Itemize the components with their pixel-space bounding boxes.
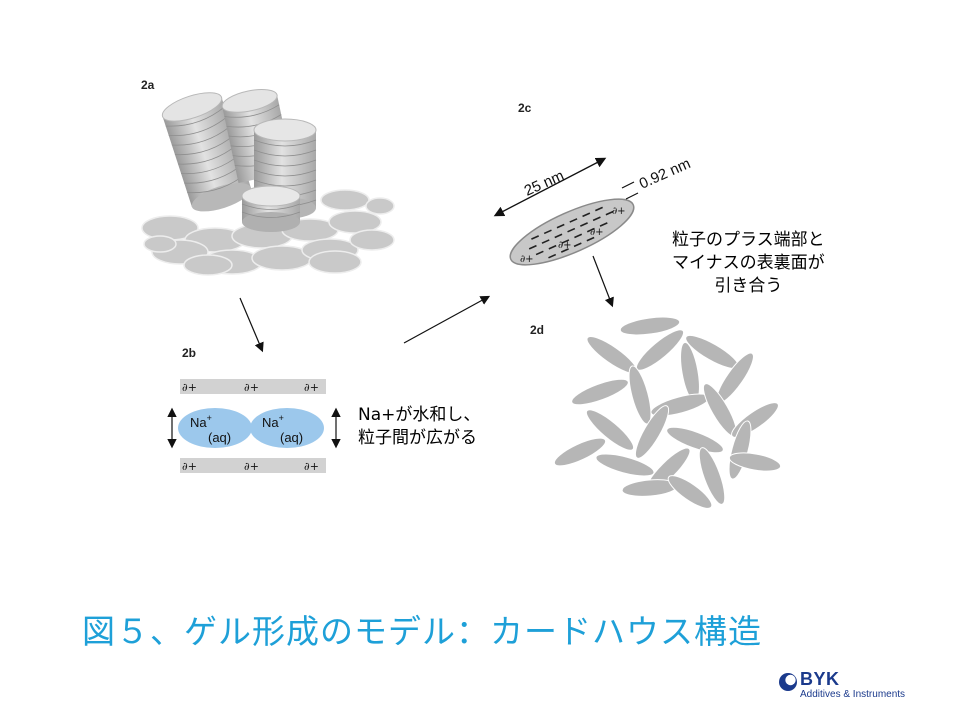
arrow-2b-to-2c [403, 295, 491, 344]
layer-charge: ∂+ [182, 460, 197, 473]
edge-charge: ∂+ [590, 227, 604, 238]
bottom-layer [180, 458, 326, 473]
layer-charge: ∂+ [304, 460, 319, 473]
layer-charge: ∂+ [182, 381, 197, 394]
attraction-note-line: 引き合う [714, 276, 783, 296]
hydration-note: Na+が水和し、 粒子間が広がる [358, 404, 480, 450]
logo-tagline: Additives & Instruments [800, 689, 906, 700]
panel-label-2d: 2d [530, 323, 544, 337]
byk-logo: BYK Additives & Instruments [778, 669, 905, 700]
ion-symbol: Na+ [190, 413, 212, 430]
edge-charge: ∂+ [558, 240, 572, 251]
byk-logo-icon [779, 673, 797, 691]
thickness-tick-top [621, 181, 635, 189]
arrow-2a-to-2b [239, 297, 264, 353]
upright-stack [253, 118, 317, 219]
panel-2d-card-house [553, 316, 782, 509]
edge-charge: ∂+ [612, 206, 626, 217]
length-label: 25 nm [522, 167, 567, 199]
attraction-note-line: マイナスの表裏面が [672, 253, 825, 273]
ion-state: (aq) [280, 430, 303, 445]
base-platelets [141, 189, 395, 276]
logo-brand: BYK [800, 669, 840, 689]
top-layer [180, 379, 326, 394]
panel-label-2a: 2a [141, 78, 155, 92]
panel-2a-stacks [141, 88, 395, 276]
attraction-note: 粒子のプラス端部と マイナスの表裏面が 引き合う [672, 229, 825, 298]
ion-symbol: Na+ [262, 413, 284, 430]
hydration-note-line: 粒子間が広がる [358, 428, 477, 448]
length-dimension-arrow [493, 157, 607, 217]
attraction-note-line: 粒子のプラス端部と [672, 230, 825, 250]
edge-charge: ∂+ [520, 254, 534, 265]
edge-charges: ∂+ ∂+ ∂+ ∂+ [520, 206, 626, 265]
panel-2b-hydration: ∂+ ∂+ ∂+ ∂+ ∂+ ∂+ Na+ (aq) Na+ (aq) [167, 379, 341, 473]
arrow-2c-to-2d [592, 255, 614, 308]
layer-charge: ∂+ [304, 381, 319, 394]
hydrated-ion-right [250, 408, 324, 448]
hydration-note-line: Na+が水和し、 [358, 405, 481, 425]
panel-label-2b: 2b [182, 346, 196, 360]
layer-charge: ∂+ [244, 381, 259, 394]
panel-label-2c: 2c [518, 101, 532, 115]
hydrated-ion-left [178, 408, 252, 448]
thickness-tick-bottom [625, 192, 639, 200]
thickness-label: 0.92 nm [637, 155, 693, 193]
figure-caption: 図５、ゲル形成のモデル：カードハウス構造 [82, 612, 762, 651]
ion-state: (aq) [208, 430, 231, 445]
short-stack [241, 185, 301, 232]
layer-charge: ∂+ [244, 460, 259, 473]
